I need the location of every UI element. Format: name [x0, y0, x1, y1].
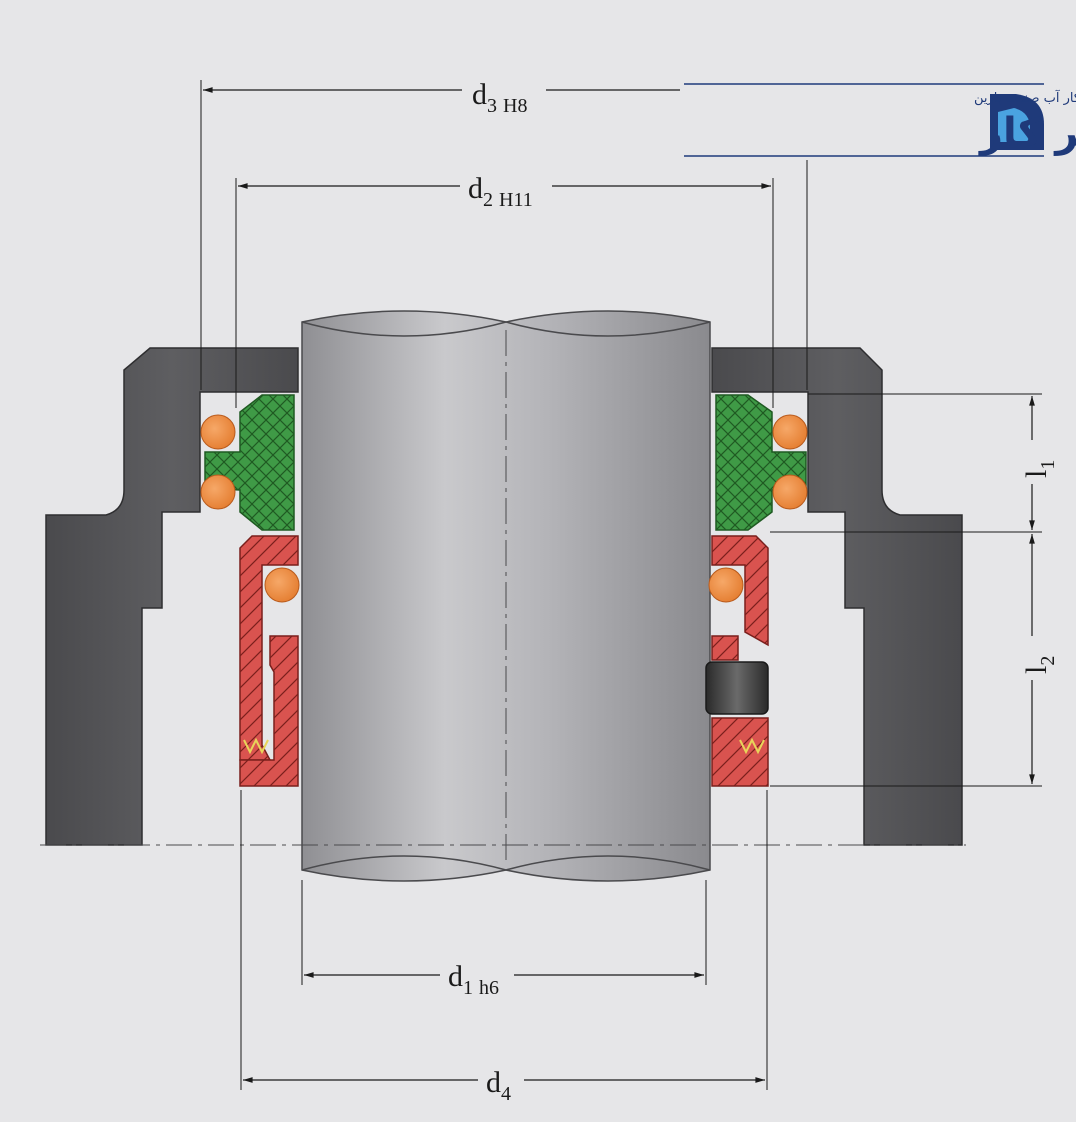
logo-company-name: شرکت بوستر کار آب صنعت پارین	[974, 89, 1076, 106]
oring-right-top	[772, 414, 808, 450]
shaft-break-line-top	[301, 321, 711, 337]
set-screw	[705, 661, 769, 715]
shaft-break-line-bottom	[301, 855, 711, 871]
spring-left	[243, 737, 269, 755]
oring-left-red	[264, 567, 300, 603]
red-seal-right-outer	[711, 535, 769, 647]
company-logo: شرکت بوستر کار آب صنعت پارین بوستر کار	[680, 80, 1076, 160]
green-seal-left	[204, 394, 295, 531]
housing-left	[45, 347, 299, 846]
extension-lines	[200, 80, 1042, 1090]
spring-right	[739, 737, 765, 755]
logo-brand-word: بوستر کار	[978, 110, 1076, 156]
red-seal-left-inner	[239, 635, 299, 787]
red-seal-left-outer	[239, 535, 299, 761]
housing-right	[711, 347, 963, 846]
oring-right-red	[708, 567, 744, 603]
oring-left-top	[200, 414, 236, 450]
logo-mark-inner-icon	[998, 108, 1030, 142]
red-seal-right-inner	[711, 635, 769, 787]
label-d4: d4	[486, 1066, 511, 1105]
label-l1: l1	[1020, 460, 1059, 478]
oring-left-bottom	[200, 474, 236, 510]
oring-right-bottom	[772, 474, 808, 510]
label-l2: l2	[1020, 656, 1059, 674]
